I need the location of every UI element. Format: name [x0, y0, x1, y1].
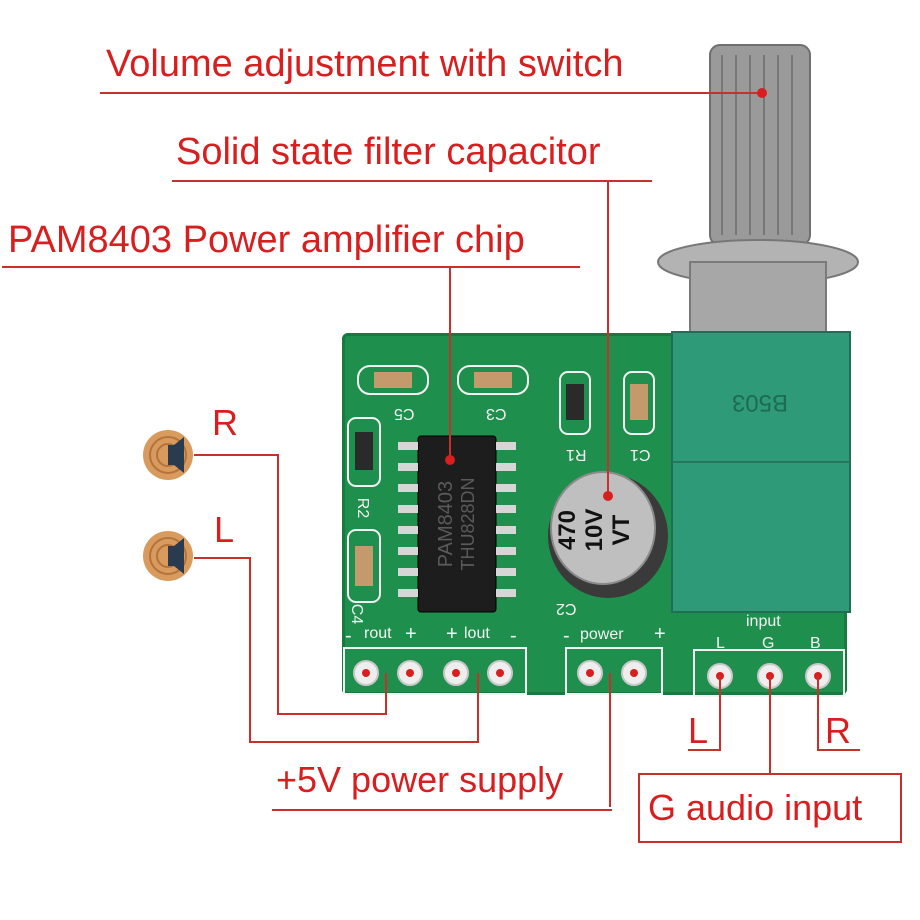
volume-underline — [100, 92, 765, 94]
smd-r2 — [347, 417, 381, 487]
silk-b: B — [810, 635, 821, 652]
pot-marking: B503 — [732, 389, 788, 416]
chip-label: PAM8403 Power amplifier chip — [8, 219, 525, 261]
silk-lout: lout — [464, 625, 490, 642]
smd-c5 — [357, 365, 429, 395]
smd-c3 — [457, 365, 529, 395]
leader-lines — [194, 92, 860, 807]
right-speaker-label: R — [212, 402, 238, 443]
silk-minus-lout: - — [510, 625, 517, 647]
smd-c4 — [347, 529, 381, 603]
silk-power: power — [580, 626, 624, 643]
pot-body — [671, 331, 851, 613]
solder-pads — [353, 660, 831, 689]
power-label: +5V power supply — [276, 759, 564, 800]
pam8403-chip — [417, 435, 497, 613]
silk-minus-plus-rout: - — [345, 625, 352, 647]
silk-g: G — [762, 635, 775, 652]
audio-input-label: G audio input — [648, 787, 863, 828]
cap-value: 470 — [554, 510, 581, 550]
power-underline — [272, 809, 612, 811]
silk-input: input — [746, 613, 781, 630]
cap-voltage: 10V — [581, 509, 608, 552]
speaker-right-icon — [143, 430, 193, 480]
smd-c1 — [623, 371, 655, 435]
left-speaker-label: L — [214, 509, 235, 550]
pot-shaft — [709, 44, 811, 246]
silk-plus-rout: + — [405, 623, 417, 645]
pot-shaft-ridges — [721, 55, 793, 235]
volume-label: Volume adjustment with switch — [106, 43, 624, 85]
smd-r1 — [559, 371, 591, 435]
leader-dots — [445, 88, 767, 501]
power-header — [565, 647, 663, 695]
silk-plus-power: + — [654, 623, 666, 645]
silk-minus-power: - — [563, 625, 570, 647]
capacitor-top — [550, 471, 656, 585]
cap-series: VT — [608, 514, 635, 545]
capacitor-underline — [172, 180, 652, 182]
input-left-label: L — [688, 710, 709, 751]
chip-underline — [2, 266, 580, 268]
silk-rout: rout — [364, 625, 392, 642]
rout-lout-header — [343, 647, 527, 695]
silk-plus-lout: + — [446, 623, 458, 645]
pot-bushing — [689, 261, 827, 343]
speaker-left-icon — [143, 531, 193, 581]
capacitor-label: Solid state filter capacitor — [176, 131, 601, 173]
chip-pins — [398, 442, 516, 597]
chip-marking-1: PAM8403 — [435, 481, 457, 567]
chip-marking-2: THU828DN — [458, 477, 478, 570]
silk-l: L — [716, 635, 725, 652]
input-right-label: R — [825, 710, 851, 751]
